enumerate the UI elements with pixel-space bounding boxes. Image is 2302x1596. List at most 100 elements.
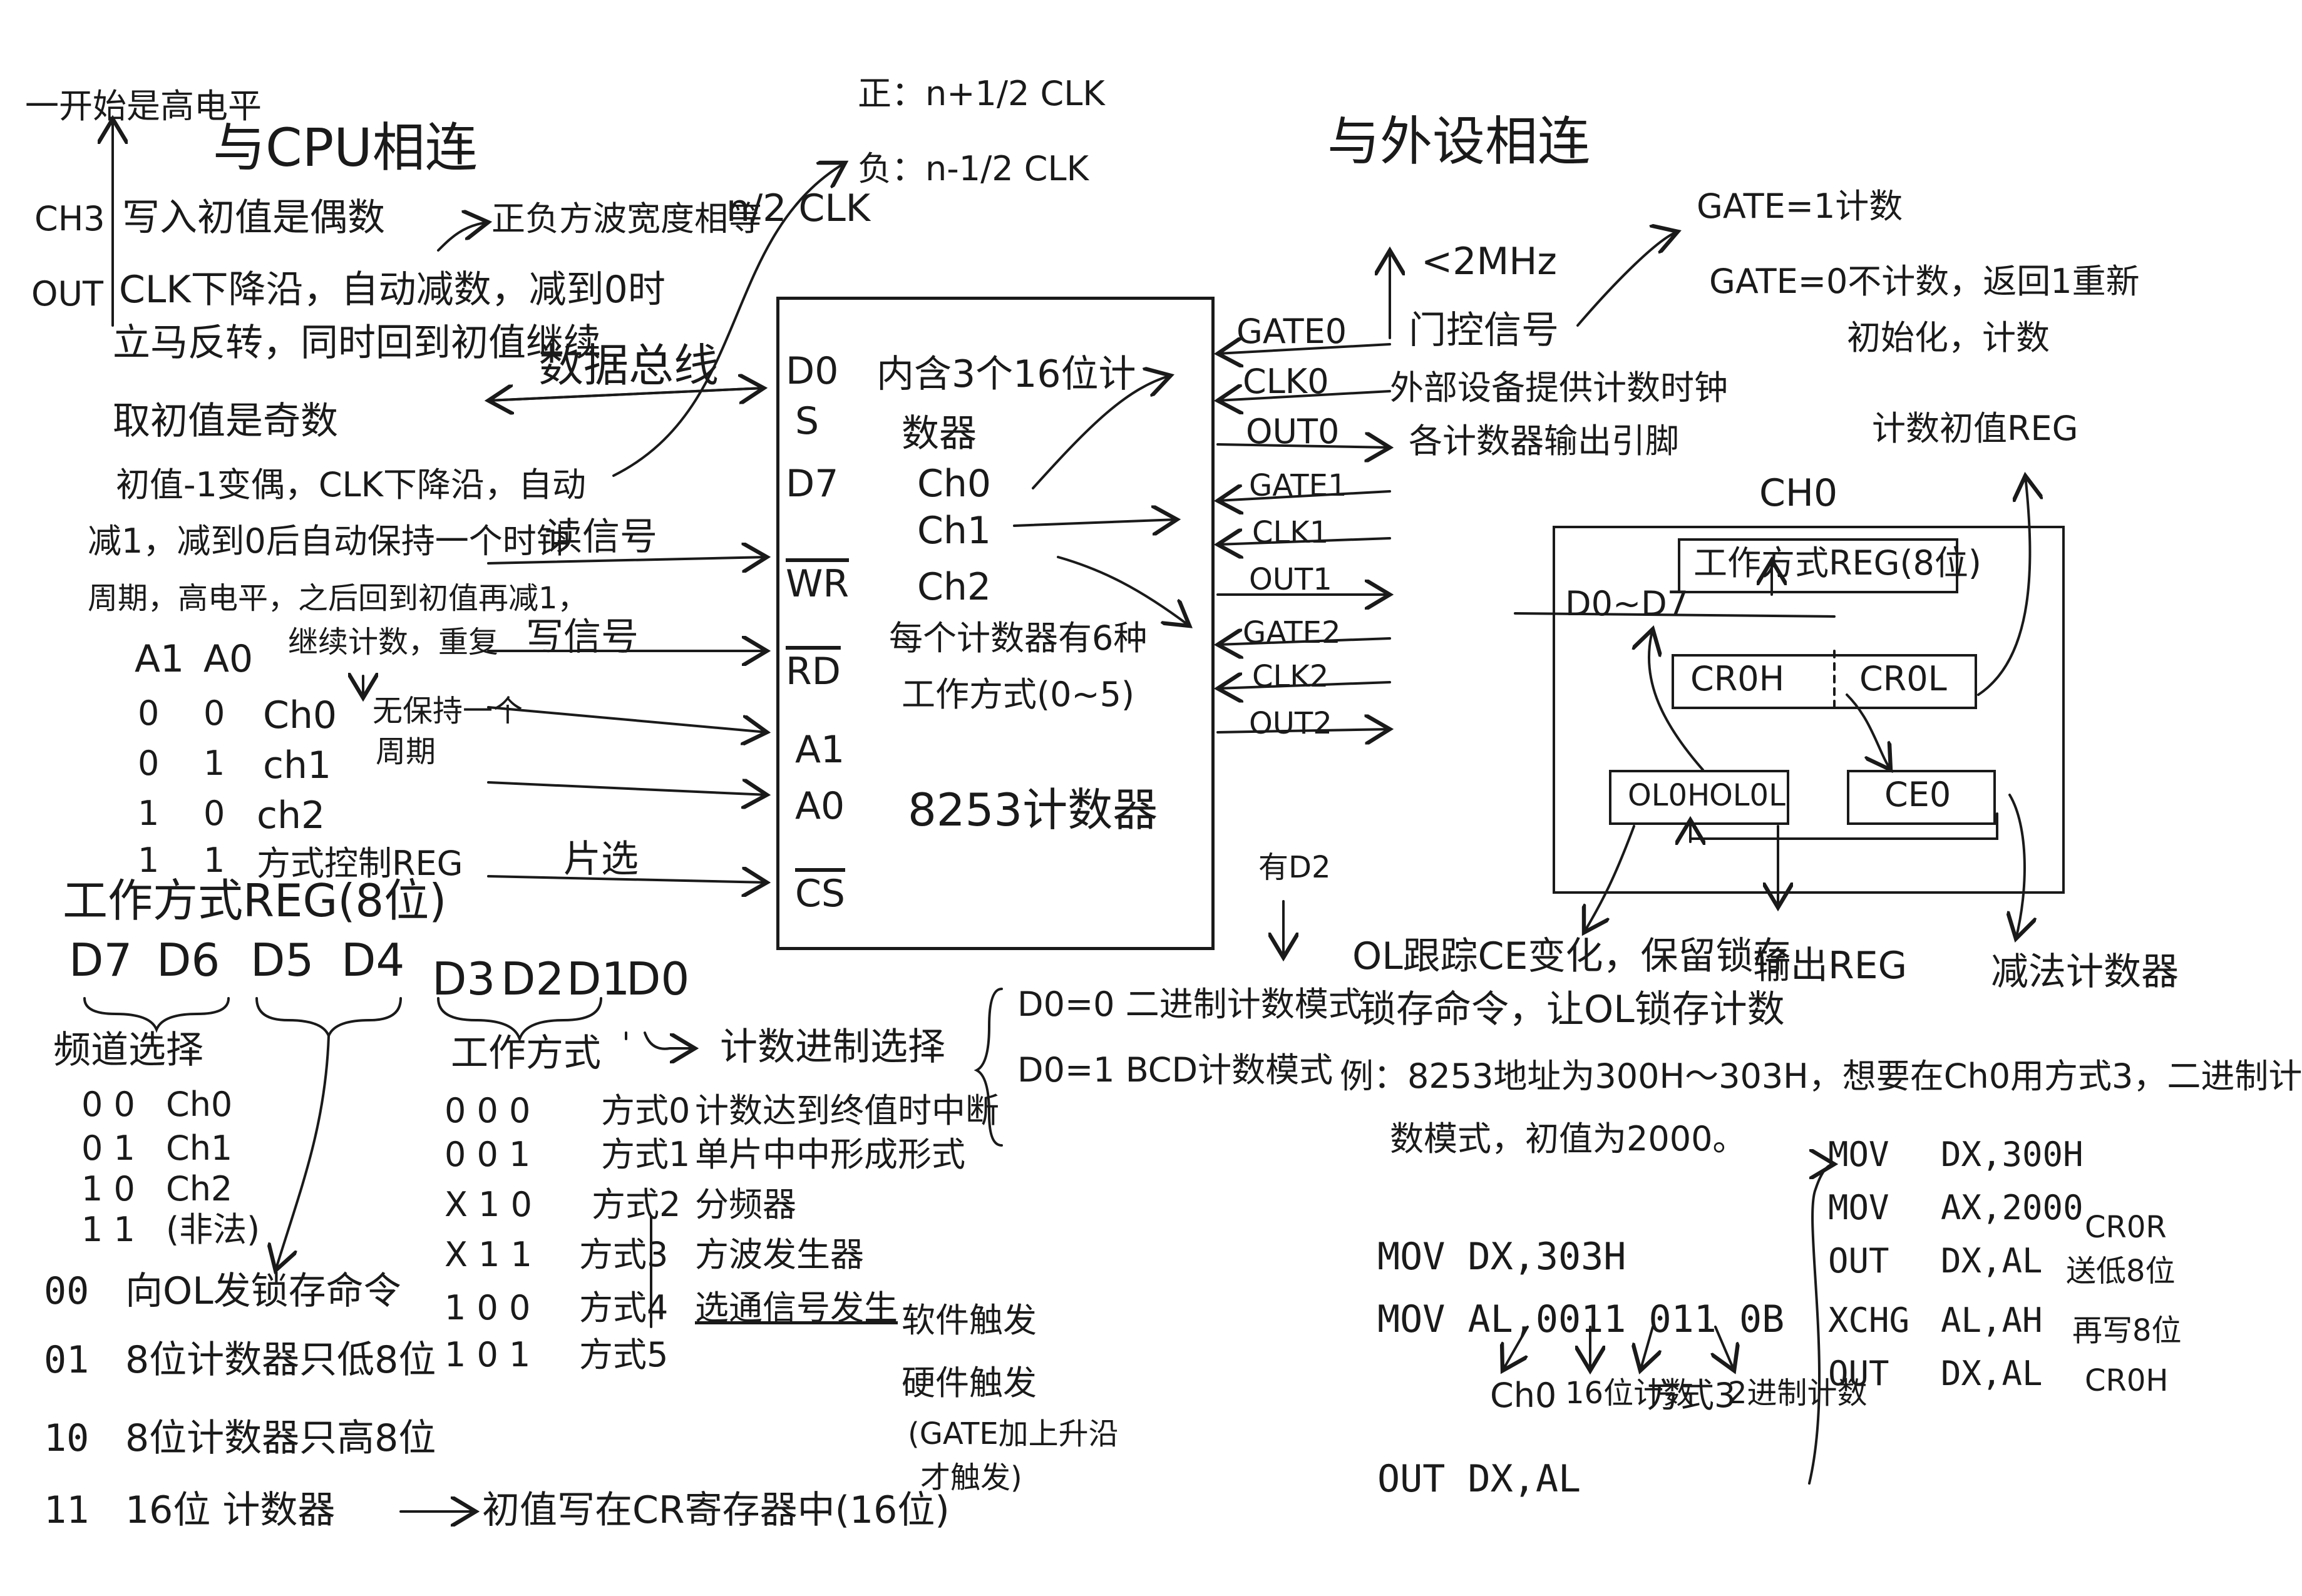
side-note: CR0R xyxy=(2085,1210,2167,1245)
pin-out1: OUT1 xyxy=(1249,562,1332,597)
pin-gate2: GATE2 xyxy=(1243,615,1341,650)
channel-select-label: 频道选择 xyxy=(53,1028,203,1072)
mode-bits: 0 0 0 xyxy=(444,1091,531,1130)
pulse-width-note: 正负方波宽度相等 xyxy=(491,199,762,238)
read-signal-label: 读信号 xyxy=(545,515,657,559)
channel-bits: 0 1 xyxy=(81,1128,135,1168)
pin-clk1: CLK1 xyxy=(1252,515,1329,550)
ol-note-line-1: OL跟踪CE变化，保留锁存 xyxy=(1352,934,1791,978)
example-desc-line-1: 例：8253地址为300H～303H，想要在Ch0用方式3，二进制计 xyxy=(1340,1056,2302,1096)
mode-bits: 1 0 0 xyxy=(444,1288,531,1327)
pin-rd: RD xyxy=(786,650,841,693)
hold-note-1: 无保持一个 xyxy=(373,693,523,729)
addr-row-a0: 1 xyxy=(203,841,225,880)
cr-box xyxy=(1672,654,1977,709)
code-op: OUT xyxy=(1828,1241,1889,1281)
freq-limit: <2MHz xyxy=(1421,240,1557,284)
dec-counter-label: 减法计数器 xyxy=(1991,950,2179,994)
addr-row-a1: 1 xyxy=(138,841,160,880)
rw-desc: 8位计数器只高8位 xyxy=(125,1416,436,1460)
mode-name: 方式1 xyxy=(601,1135,691,1174)
odd-line-3: 周期，高电平，之后回到初值再减1， xyxy=(88,581,588,616)
side-note: 送低8位 xyxy=(2066,1254,2176,1289)
ch0-outer-box xyxy=(1553,526,2065,894)
pin-d0: D0 xyxy=(786,349,839,393)
gate0-line-2: 初始化，计数 xyxy=(1847,318,2050,357)
code-line: OUT DX,AL xyxy=(1377,1457,1581,1501)
pin-a0: A0 xyxy=(795,784,845,828)
mode-name: 方式4 xyxy=(579,1288,669,1327)
mode-bits: X 1 1 xyxy=(444,1235,533,1274)
clk-text: CLK下降沿，自动减数，减到0时 xyxy=(119,268,665,312)
pin-a1: A1 xyxy=(795,728,845,772)
rw-desc: 向OL发锁存命令 xyxy=(125,1269,401,1313)
code-op: OUT xyxy=(1828,1354,1889,1393)
chip-name: 8253计数器 xyxy=(908,784,1158,836)
code-args: AX,2000 xyxy=(1941,1188,2084,1227)
ch3-text: 写入初值是偶数 xyxy=(122,196,385,240)
pin-clk0: CLK0 xyxy=(1243,362,1329,401)
notes-page: 一开始是高电平 与CPU相连 CH3 写入初值是偶数 OUT CLK下降沿，自动… xyxy=(25,74,2302,1532)
gate1-count: GATE=1计数 xyxy=(1697,187,1903,226)
addr-row-a1: 0 xyxy=(138,744,160,783)
output-reg-label: 输出REG xyxy=(1753,944,1908,988)
cpu-side-title: 与CPU相连 xyxy=(213,117,478,178)
code-args: AL,AH xyxy=(1941,1301,2043,1340)
mode-reg-label: 工作方式REG(8位) xyxy=(1693,543,1981,583)
ch0-block-title: CH0 xyxy=(1759,471,1838,515)
code-annotation: 16位计数 xyxy=(1565,1376,1694,1411)
channel-label: Ch1 xyxy=(166,1128,233,1168)
pin-wr: WR xyxy=(786,562,850,606)
out-pin-label: 各计数器输出引脚 xyxy=(1409,421,1679,461)
gate0-line-1: GATE=0不计数，返回1重新 xyxy=(1709,262,2140,301)
code-annotation: 方式3 xyxy=(1647,1376,1736,1415)
addr-row-a1: 0 xyxy=(138,693,160,733)
rw-desc: 8位计数器只低8位 xyxy=(125,1338,436,1382)
chip-desc-line-1: 内含3个16位计 xyxy=(876,352,1136,396)
d0-d7-label: D0~D7 xyxy=(1565,584,1689,623)
gate-note-line-2: 才触发) xyxy=(920,1460,1022,1495)
addr-row-label: 方式控制REG xyxy=(257,844,463,883)
init-reg-label: 计数初值REG xyxy=(1872,409,2078,448)
code-args: DX,AL xyxy=(1941,1241,2043,1281)
odd-line-4: 继续计数，重复 xyxy=(288,625,499,660)
d0-zero-mode: D0=0 二进制计数模式 xyxy=(1017,985,1362,1024)
side-note: 再写8位 xyxy=(2072,1313,2182,1348)
ol-note-line-2: 锁存命令，让OL锁存计数 xyxy=(1359,988,1785,1031)
side-note: CR0H xyxy=(2085,1363,2169,1398)
d0-one-mode: D0=1 BCD计数模式 xyxy=(1017,1050,1333,1090)
example-desc-line-2: 数模式，初值为2000。 xyxy=(1390,1119,1747,1159)
mode-bits: 1 0 1 xyxy=(444,1335,531,1374)
clk-source-label: 外部设备提供计数时钟 xyxy=(1390,368,1728,407)
channel-label: Ch2 xyxy=(166,1169,233,1209)
pin-out0: OUT0 xyxy=(1246,412,1340,451)
pos-formula: 正：n+1/2 CLK xyxy=(858,74,1105,113)
channel-bits: 0 0 xyxy=(81,1085,135,1124)
n2clk-formula: n/2 CLK xyxy=(726,187,871,230)
rw-code: 11 xyxy=(44,1488,90,1532)
bit-d4: D4 xyxy=(341,934,405,986)
odd-line-1: 初值-1变偶，CLK下降沿，自动 xyxy=(116,465,587,504)
mode-desc: 计数达到终值时中断 xyxy=(695,1091,999,1130)
addr-row-a0: 0 xyxy=(203,693,225,733)
channel-bits: 1 1 xyxy=(81,1210,135,1249)
mode-name: 方式0 xyxy=(601,1091,691,1130)
pin-sep: S xyxy=(795,399,820,443)
mode-bits: X 1 0 xyxy=(444,1185,533,1224)
pin-gate0: GATE0 xyxy=(1236,312,1347,351)
top-note: 一开始是高电平 xyxy=(25,86,262,126)
rw-code: 01 xyxy=(44,1338,90,1382)
bit-d6: D6 xyxy=(157,934,220,986)
ol0l-label: OL0L xyxy=(1709,778,1786,813)
channel-label: (非法) xyxy=(166,1210,260,1249)
mode-desc: 分频器 xyxy=(695,1185,796,1224)
ol-box xyxy=(1609,770,1789,825)
external-side-title: 与外设相连 xyxy=(1327,111,1591,172)
ch3-label: CH3 xyxy=(34,199,105,238)
code-op: XCHG xyxy=(1828,1301,1910,1340)
rw-desc: 16位 计数器 xyxy=(125,1488,336,1532)
bit-d1: D1 xyxy=(567,953,630,1005)
chip-mode-line-1: 每个计数器有6种 xyxy=(889,618,1148,658)
bit-d0: D0 xyxy=(626,953,690,1005)
code-args: DX,AL xyxy=(1941,1354,2043,1393)
